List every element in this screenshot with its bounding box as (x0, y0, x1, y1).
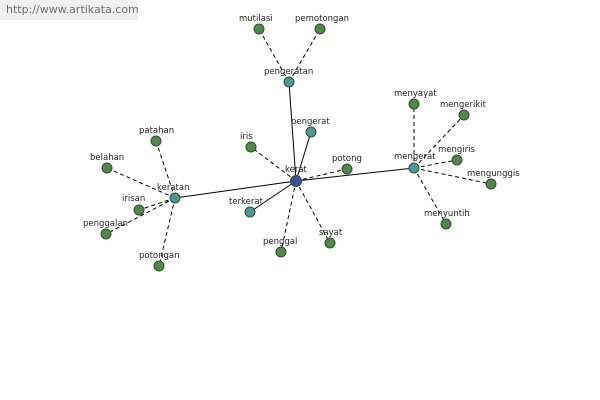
node-label-mutilasi: mutilasi (239, 14, 273, 24)
edge-mengerat-mengunggis (413, 167, 492, 185)
node-mengiris[interactable]: mengiris (438, 145, 476, 166)
edge-keratan-potongan (158, 197, 176, 267)
node-label-menyuntih: menyuntih (424, 209, 470, 219)
edge-mengerat-mengerikit (413, 114, 465, 169)
node-belahan[interactable]: belahan (90, 153, 124, 174)
node-dot-mengunggis[interactable] (485, 178, 497, 190)
node-label-irisan: irisan (122, 194, 145, 204)
node-potongan[interactable]: potongan (139, 251, 180, 272)
node-pengerat[interactable]: pengerat (291, 117, 330, 138)
node-iris[interactable]: iris (240, 132, 257, 153)
node-label-penggal: penggal (263, 237, 297, 247)
node-sayat[interactable]: sayat (319, 228, 343, 249)
node-penggalan[interactable]: penggalan (83, 219, 128, 240)
node-menyayat[interactable]: menyayat (394, 89, 437, 110)
node-dot-mengerikit[interactable] (458, 109, 470, 121)
node-dot-keratan[interactable] (169, 192, 181, 204)
node-label-sayat: sayat (319, 228, 343, 238)
edge-pengeratan-pemotongan (288, 28, 321, 83)
edge-kerat-potong (295, 168, 348, 182)
node-label-pemotongan: pemotongan (295, 14, 349, 24)
node-label-patahan: patahan (139, 126, 174, 136)
nodes-layer: kerat pengeratan pengerat mengerat keratan te… (83, 14, 520, 272)
node-dot-potong[interactable] (341, 163, 353, 175)
edge-kerat-terkerat (249, 180, 297, 213)
node-kerat[interactable]: kerat (285, 165, 308, 187)
edge-mengerat-menyuntih (413, 167, 447, 225)
node-dot-penggalan[interactable] (100, 228, 112, 240)
node-dot-mutilasi[interactable] (253, 23, 265, 35)
edge-kerat-mengerat (295, 167, 415, 182)
node-terkerat[interactable]: terkerat (229, 197, 264, 218)
edge-pengeratan-mutilasi (258, 28, 290, 83)
node-dot-pengerat[interactable] (305, 126, 317, 138)
edge-mengerat-mengiris (413, 159, 458, 169)
node-label-kerat: kerat (285, 165, 308, 175)
edges-layer (105, 28, 492, 267)
node-penggal[interactable]: penggal (263, 237, 297, 258)
node-patahan[interactable]: patahan (139, 126, 174, 147)
node-mengerikit[interactable]: mengerikit (440, 100, 487, 121)
node-pemotongan[interactable]: pemotongan (295, 14, 349, 35)
node-dot-pengeratan[interactable] (283, 76, 295, 88)
edge-kerat-penggal (280, 180, 297, 253)
node-dot-potongan[interactable] (153, 260, 165, 272)
node-dot-kerat[interactable] (290, 175, 302, 187)
node-dot-pemotongan[interactable] (314, 23, 326, 35)
node-label-penggalan: penggalan (83, 219, 128, 229)
edge-keratan-belahan (106, 167, 176, 199)
node-dot-patahan[interactable] (150, 135, 162, 147)
node-dot-mengerat[interactable] (408, 162, 420, 174)
node-label-iris: iris (240, 132, 253, 142)
node-potong[interactable]: potong (332, 154, 362, 175)
node-irisan[interactable]: irisan (122, 194, 145, 216)
node-dot-sayat[interactable] (324, 237, 336, 249)
edge-kerat-pengerat (295, 131, 312, 182)
edge-kerat-keratan (174, 180, 297, 199)
edge-keratan-patahan (155, 140, 176, 199)
node-label-menyayat: menyayat (394, 89, 437, 99)
node-dot-menyayat[interactable] (408, 98, 420, 110)
node-label-potong: potong (332, 154, 362, 164)
node-label-pengerat: pengerat (291, 117, 330, 127)
edge-kerat-pengeratan (288, 81, 297, 182)
node-label-belahan: belahan (90, 153, 124, 163)
node-label-potongan: potongan (139, 251, 180, 261)
node-dot-irisan[interactable] (133, 204, 145, 216)
node-label-keratan: keratan (157, 183, 189, 193)
node-keratan[interactable]: keratan (157, 183, 189, 204)
node-label-pengeratan: pengeratan (264, 67, 313, 77)
node-dot-terkerat[interactable] (244, 206, 256, 218)
node-label-mengunggis: mengunggis (467, 169, 520, 179)
node-label-mengerat: mengerat (394, 152, 436, 162)
node-label-terkerat: terkerat (229, 197, 264, 207)
edge-keratan-irisan (138, 197, 176, 211)
edge-kerat-iris (250, 146, 297, 182)
node-pengeratan[interactable]: pengeratan (264, 67, 313, 88)
node-mengerat[interactable]: mengerat (394, 152, 436, 174)
node-mengunggis[interactable]: mengunggis (467, 169, 520, 190)
node-dot-iris[interactable] (245, 141, 257, 153)
node-dot-menyuntih[interactable] (440, 218, 452, 230)
node-label-mengerikit: mengerikit (440, 100, 487, 110)
node-dot-belahan[interactable] (101, 162, 113, 174)
watermark-link[interactable]: http://www.artikata.com (0, 0, 138, 20)
edge-kerat-sayat (295, 180, 331, 244)
node-mutilasi[interactable]: mutilasi (239, 14, 273, 35)
edge-keratan-penggalan (105, 197, 176, 235)
node-dot-penggal[interactable] (275, 246, 287, 258)
node-label-mengiris: mengiris (438, 145, 476, 155)
node-dot-mengiris[interactable] (451, 154, 463, 166)
node-menyuntih[interactable]: menyuntih (424, 209, 470, 230)
